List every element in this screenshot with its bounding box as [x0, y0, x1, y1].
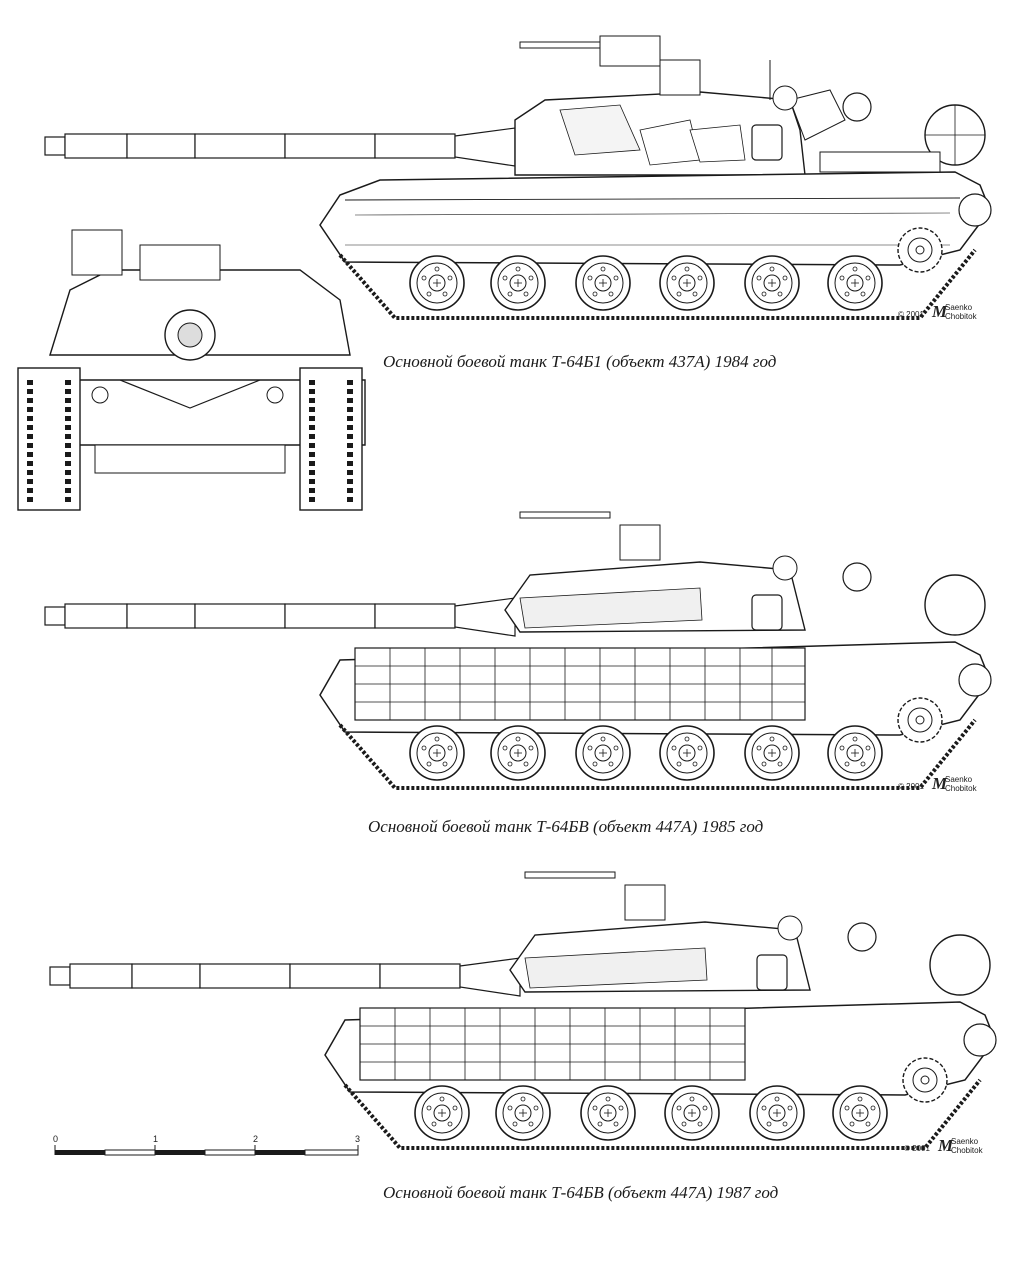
scale-bar: [54, 1145, 359, 1156]
copyright-year: © 2001: [898, 782, 924, 791]
copyright-year: © 2001: [898, 310, 924, 319]
author-monogram: M: [938, 1136, 954, 1155]
copyright-year: © 2001: [904, 1144, 930, 1153]
reactive-armor-blocks: [354, 647, 806, 721]
author-signature: © 2001 M Saenko Chobitok: [904, 1136, 994, 1160]
caption-t64b1: Основной боевой танк Т-64Б1 (объект 437А…: [383, 352, 777, 371]
author-name-2: Chobitok: [945, 312, 977, 321]
author-name-2: Chobitok: [951, 1146, 983, 1155]
tank-front-view: [17, 229, 366, 511]
tank-side-view-t64bv-1987: [49, 871, 997, 1150]
author-name-1: Saenko: [945, 775, 973, 784]
tank-side-view-t64bv-1985: [44, 511, 992, 790]
author-signature: © 2001 M Saenko Chobitok: [898, 774, 988, 798]
author-name-1: Saenko: [951, 1137, 979, 1146]
caption-t64bv-1985: Основной боевой танк Т-64БВ (объект 447А…: [368, 817, 764, 836]
author-monogram: M: [932, 774, 948, 793]
turret: [514, 35, 872, 176]
scale-tick-label: 3: [355, 1134, 361, 1144]
scale-tick-label: 0: [53, 1134, 59, 1144]
author-signature: © 2001 M Saenko Chobitok: [898, 302, 988, 326]
tank-side-view-t64b1: [44, 35, 992, 320]
caption-t64bv-1987: Основной боевой танк Т-64БВ (объект 447А…: [383, 1183, 779, 1202]
track: [338, 248, 977, 320]
scale-tick-label: 2: [253, 1134, 259, 1144]
author-name-1: Saenko: [945, 303, 973, 312]
gun-barrel: [44, 127, 516, 167]
author-monogram: M: [932, 302, 948, 321]
scale-tick-label: 1: [153, 1134, 159, 1144]
road-wheels: [409, 193, 992, 311]
author-name-2: Chobitok: [945, 784, 977, 793]
